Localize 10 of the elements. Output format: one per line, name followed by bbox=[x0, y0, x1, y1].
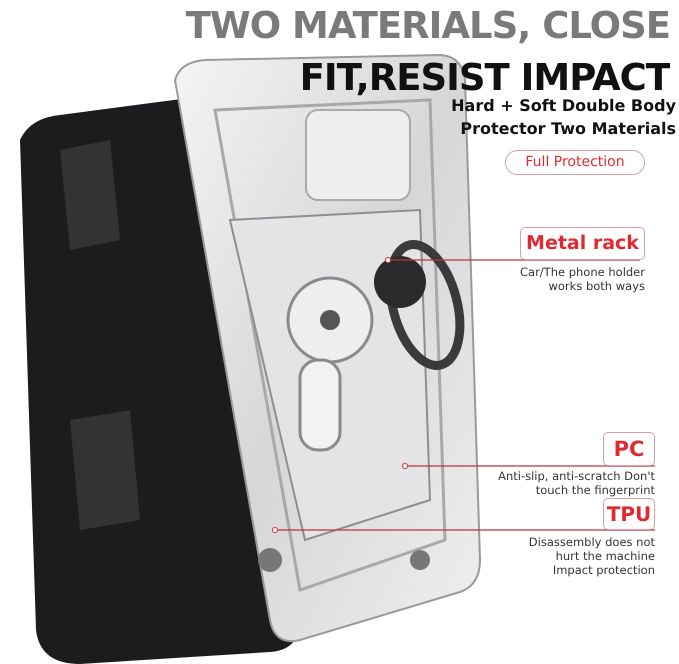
callout-label: TPU bbox=[603, 498, 655, 530]
description-text: Anti-slip, anti-scratch Don't touch the fingerprint bbox=[497, 469, 655, 497]
leader-line bbox=[402, 462, 655, 470]
callout-label: PC bbox=[603, 432, 655, 466]
tag-label: Full Protection bbox=[505, 150, 645, 175]
leader-line bbox=[272, 526, 655, 534]
description-text: Car/The phone holder works both ways bbox=[519, 265, 645, 293]
callout-label: Metal rack bbox=[520, 227, 645, 260]
description-text: Disassembly does not hurt the machine Impact protection bbox=[528, 535, 655, 577]
leader-line bbox=[384, 256, 640, 264]
